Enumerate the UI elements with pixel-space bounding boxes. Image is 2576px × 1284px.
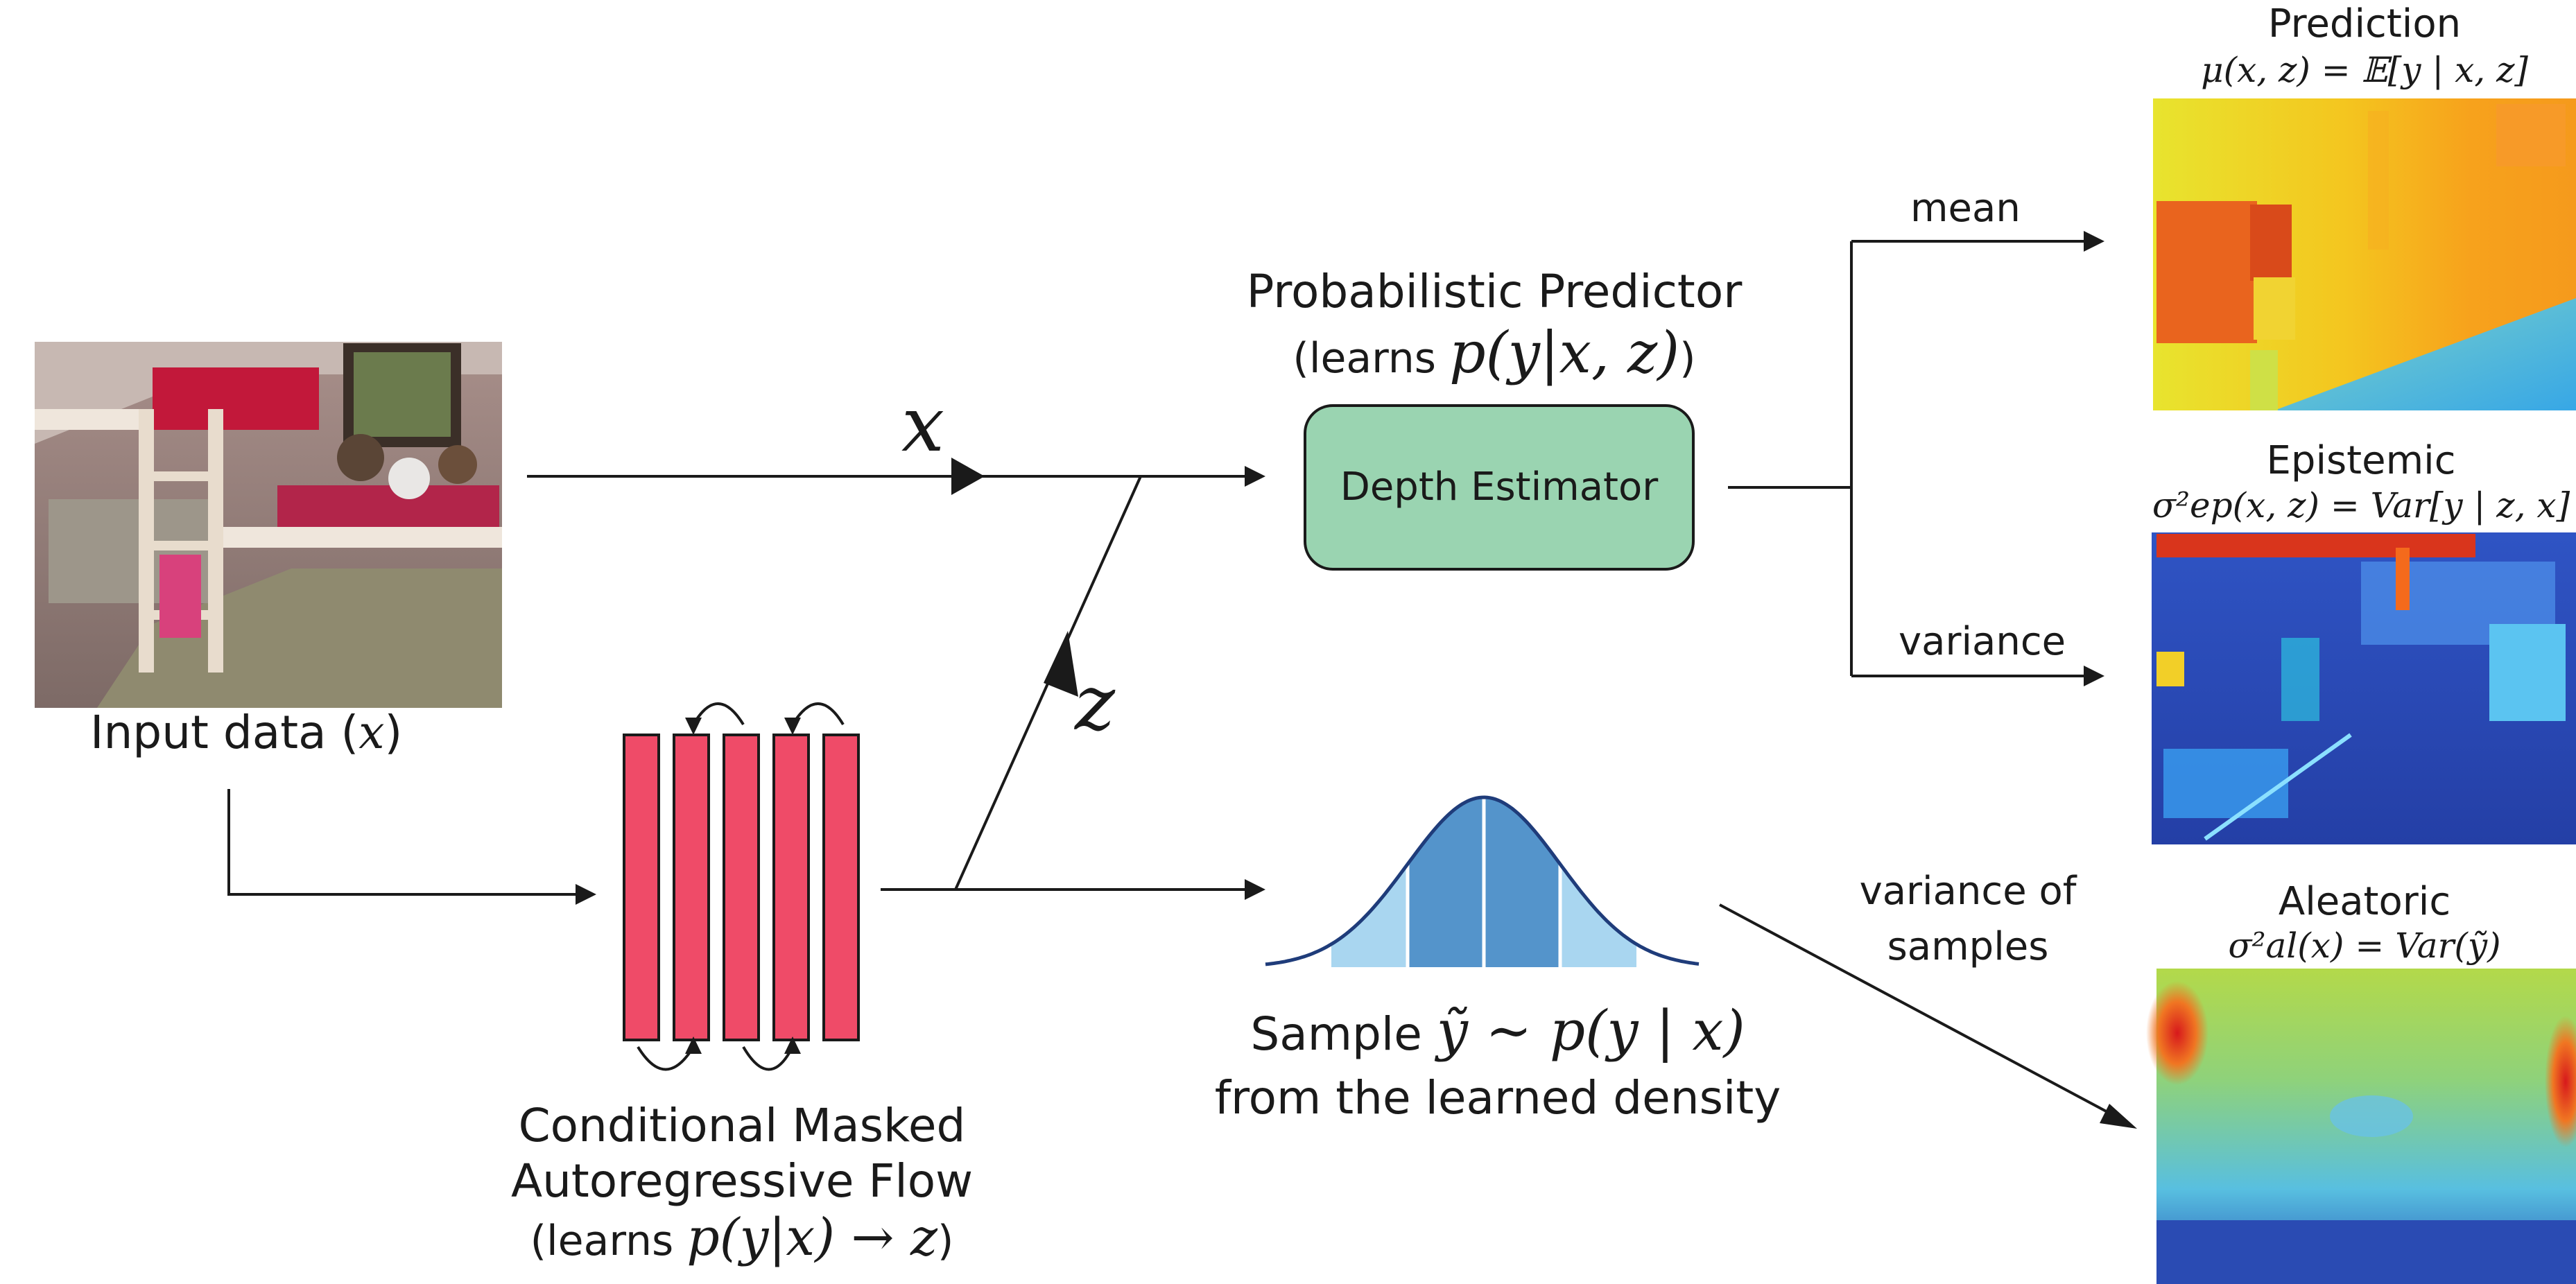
variance-of-samples-label-line1: variance of xyxy=(1859,869,2077,914)
flow-learns-suffix: ) xyxy=(937,1217,954,1265)
depth-estimator-box xyxy=(1304,404,1695,571)
z-edge xyxy=(954,476,1142,890)
aleatoric-title: Aleatoric xyxy=(2278,879,2451,924)
flow-bar xyxy=(822,734,860,1041)
x-edge-arrowhead xyxy=(951,458,985,495)
flow-bar xyxy=(772,734,810,1041)
input-image-teddy xyxy=(337,434,384,481)
sample-label-prefix: Sample xyxy=(1250,1007,1422,1061)
input-image-ladder-rung xyxy=(139,541,223,550)
flow-title-line1: Conditional Masked xyxy=(518,1099,966,1152)
sample-label-line2: from the learned density xyxy=(1214,1071,1781,1125)
epistemic-map xyxy=(2152,532,2576,844)
input-label-var: x xyxy=(358,706,385,759)
flow-to-sampler-edge xyxy=(881,879,1265,900)
x-edge-label: x xyxy=(901,380,945,469)
flow-learns-prefix: (learns xyxy=(530,1217,674,1265)
input-image-pink-blanket xyxy=(159,555,201,638)
depth-estimator-label: Depth Estimator xyxy=(1340,465,1659,510)
input-image-red-pillow xyxy=(153,367,319,430)
variance-of-samples-edge xyxy=(1719,903,2123,1121)
variance-label: variance xyxy=(1899,619,2066,664)
flow-learns-math: p(y|x) → z xyxy=(686,1208,937,1267)
flow-arc-top xyxy=(692,702,745,726)
input-image-plush xyxy=(388,458,430,499)
flow-title-line2: Autoregressive Flow xyxy=(510,1154,974,1208)
z-edge-arrowhead xyxy=(1044,631,1078,697)
gaussian-curve xyxy=(1265,795,1700,966)
variance-of-samples-label-line2: samples xyxy=(1887,924,2049,969)
input-label: Input data (x) xyxy=(90,706,402,759)
input-image-painting xyxy=(354,352,451,437)
sample-label-line1: Sample ỹ ∼ p(y | x) xyxy=(1250,998,1745,1063)
predictor-learns-math: p(y|x, z) xyxy=(1449,320,1680,386)
flow-learns: (learns p(y|x) → z) xyxy=(530,1208,954,1267)
gaussian-density xyxy=(1265,795,1700,967)
input-image-teddy xyxy=(438,445,477,484)
flow-bar xyxy=(673,734,710,1041)
z-edge-label: z xyxy=(1075,659,1115,747)
flow-arc-top xyxy=(791,702,845,726)
prediction-map-floor xyxy=(2274,298,2576,410)
input-label-prefix: Input data ( xyxy=(90,706,359,759)
predictor-title: Probabilistic Predictor xyxy=(1246,265,1743,318)
mean-edge-arrowhead xyxy=(2084,231,2104,252)
flow-bar xyxy=(723,734,760,1041)
flow-arcs xyxy=(637,702,845,1071)
input-image-leopard-blanket xyxy=(97,569,502,708)
flow-bar xyxy=(623,734,660,1041)
aleatoric-formula: σ²al(x) = Var(ỹ) xyxy=(2228,926,2501,966)
epistemic-formula: σ²ep(x, z) = Var[y | z, x] xyxy=(2152,485,2570,526)
mean-label: mean xyxy=(1910,186,2021,231)
epistemic-title: Epistemic xyxy=(2266,438,2456,483)
input-image xyxy=(35,342,502,708)
input-label-suffix: ) xyxy=(384,706,403,759)
predictor-learns: (learns p(y|x, z)) xyxy=(1293,320,1695,386)
x-edge xyxy=(527,458,1265,495)
prediction-map xyxy=(2153,98,2576,410)
flow-arc-bottom xyxy=(742,1046,794,1071)
sample-label-math: ỹ ∼ p(y | x) xyxy=(1436,998,1745,1063)
input-image-bed-rail xyxy=(208,527,502,548)
input-image-red-blanket xyxy=(277,485,499,527)
variance-of-samples-arrowhead xyxy=(2100,1104,2137,1129)
variance-edge-arrowhead xyxy=(2084,666,2104,686)
predictor-learns-suffix: ) xyxy=(1679,334,1696,383)
input-image-ladder-rung xyxy=(139,471,223,481)
prediction-title: Prediction xyxy=(2267,1,2462,46)
output-branches xyxy=(1719,240,2123,1121)
predictor-learns-prefix: (learns xyxy=(1293,334,1437,383)
flow-bars xyxy=(623,734,860,1041)
x-edge-arrowtip xyxy=(1245,466,1265,487)
aleatoric-map xyxy=(2146,969,2576,1284)
prediction-formula: μ(x, z) = 𝔼[y | x, z] xyxy=(2201,50,2528,90)
input-to-flow-edge xyxy=(227,789,596,905)
flow-arc-bottom xyxy=(637,1046,695,1071)
